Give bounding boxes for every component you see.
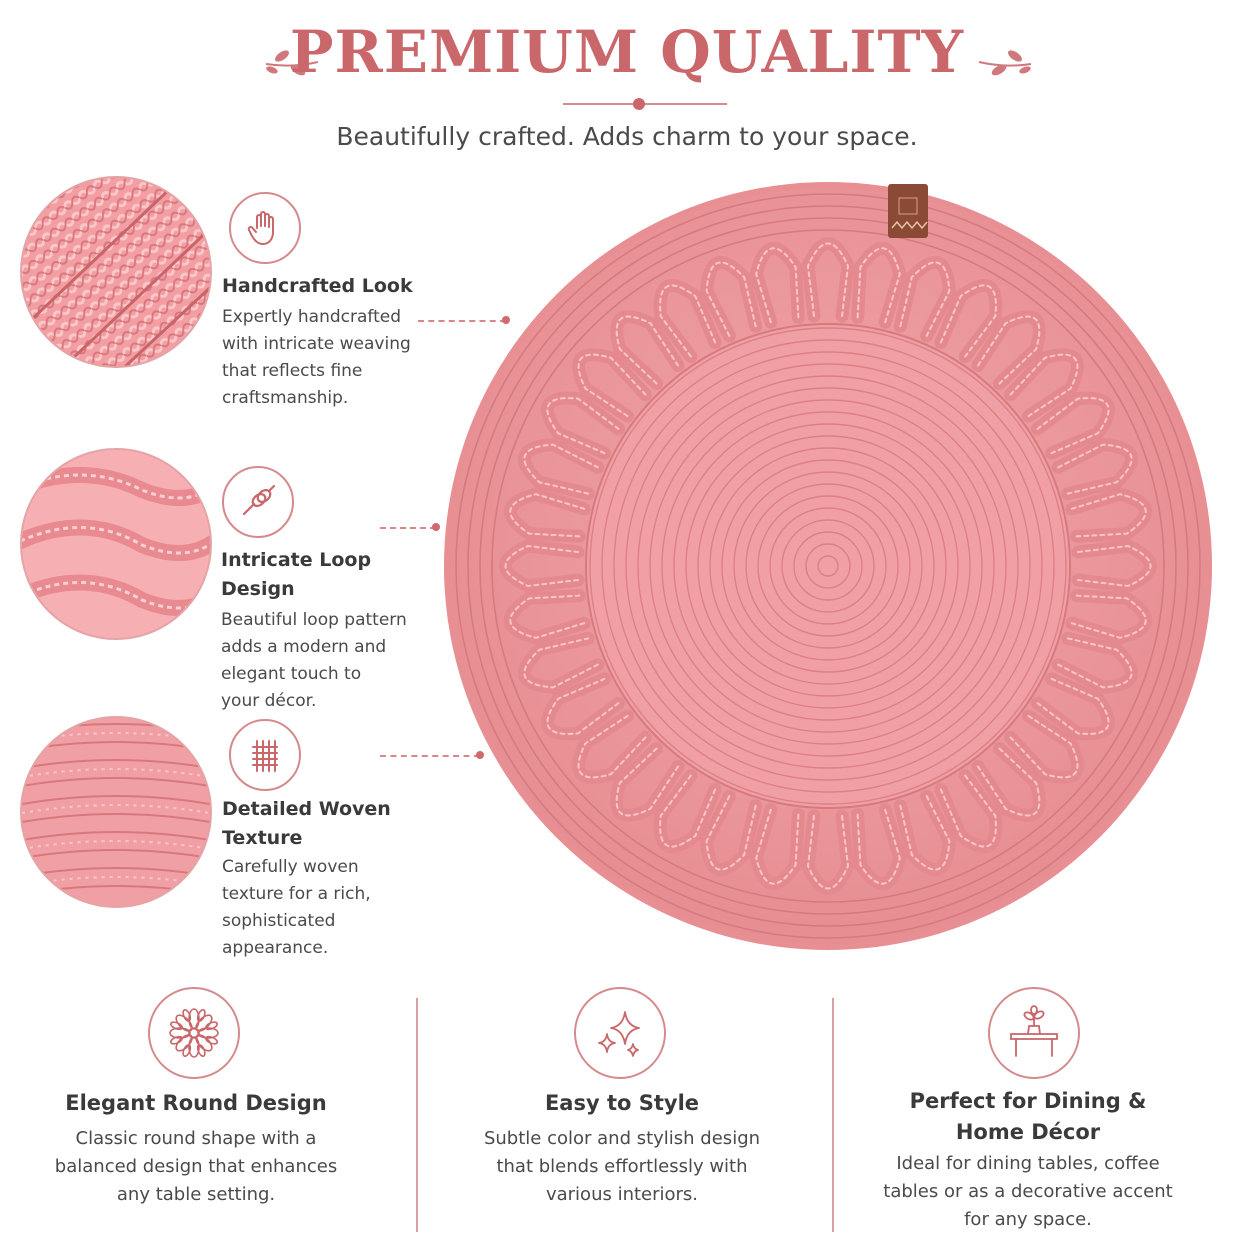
feature-title: Handcrafted Look <box>222 275 413 297</box>
sparkle-icon <box>598 1011 640 1057</box>
feature-icon-weave <box>229 719 301 791</box>
weave-icon <box>252 740 278 772</box>
title-divider-dot <box>633 98 645 110</box>
feature-title: Detailed Woven Texture <box>222 798 391 849</box>
round-placemat-image <box>444 182 1212 950</box>
column-divider <box>832 998 834 1232</box>
column-divider <box>416 998 418 1232</box>
hand-icon <box>247 211 274 245</box>
mandala-icon <box>169 1008 219 1058</box>
feature-handcrafted: Handcrafted Look Expertly handcrafted wi… <box>222 272 442 412</box>
closeup-braided-weave <box>20 176 212 368</box>
feature-icon-knot <box>222 466 294 538</box>
closeup-rope-loops <box>20 448 212 640</box>
title-divider <box>563 103 727 105</box>
connector-dot <box>476 751 484 759</box>
feature-icon-hand <box>229 192 301 264</box>
connector-line <box>380 755 480 757</box>
feature-woven-texture: Detailed Woven Texture Carefully woven t… <box>222 795 442 962</box>
bottom-feature-title: Elegant Round Design <box>65 1091 327 1115</box>
bottom-feature-description: Classic round shape with a balanced desi… <box>54 1128 338 1205</box>
leaf-ornament-right-icon <box>978 50 1032 76</box>
bottom-icon-table <box>988 987 1080 1079</box>
bottom-feature-style: Easy to Style Subtle color and stylish d… <box>432 1088 812 1209</box>
feature-title: Intricate Loop Design <box>221 549 372 600</box>
connector-dot <box>432 523 440 531</box>
bottom-feature-description: Ideal for dining tables, coffee tables o… <box>883 1153 1173 1230</box>
bottom-icon-sparkle <box>574 987 666 1079</box>
bottom-feature-title: Easy to Style <box>544 1091 700 1115</box>
leaf-ornament-left-icon <box>265 50 319 76</box>
connector-line <box>418 320 506 322</box>
table-plant-icon <box>1010 1005 1058 1057</box>
feature-description: Carefully woven texture for a rich, soph… <box>222 857 371 958</box>
feature-loop-design: Intricate Loop Design Beautiful loop pat… <box>221 546 451 715</box>
bottom-feature-dining: Perfect for Dining & Home Décor Ideal fo… <box>848 1086 1208 1234</box>
page-title: PREMIUM QUALITY <box>289 18 965 86</box>
feature-description: Beautiful loop pattern adds a modern and… <box>221 610 407 711</box>
feature-description: Expertly handcrafted with intricate weav… <box>222 307 411 408</box>
bottom-icon-mandala <box>148 987 240 1079</box>
bottom-feature-round: Elegant Round Design Classic round shape… <box>10 1088 382 1209</box>
page-subtitle: Beautifully crafted. Adds charm to your … <box>336 122 918 151</box>
knot-icon <box>242 484 276 516</box>
connector-dot <box>502 316 510 324</box>
bottom-feature-title: Perfect for Dining & Home Décor <box>909 1089 1147 1144</box>
bottom-feature-description: Subtle color and stylish design that ble… <box>483 1128 761 1205</box>
connector-line <box>380 527 436 529</box>
closeup-woven-texture <box>20 716 212 908</box>
